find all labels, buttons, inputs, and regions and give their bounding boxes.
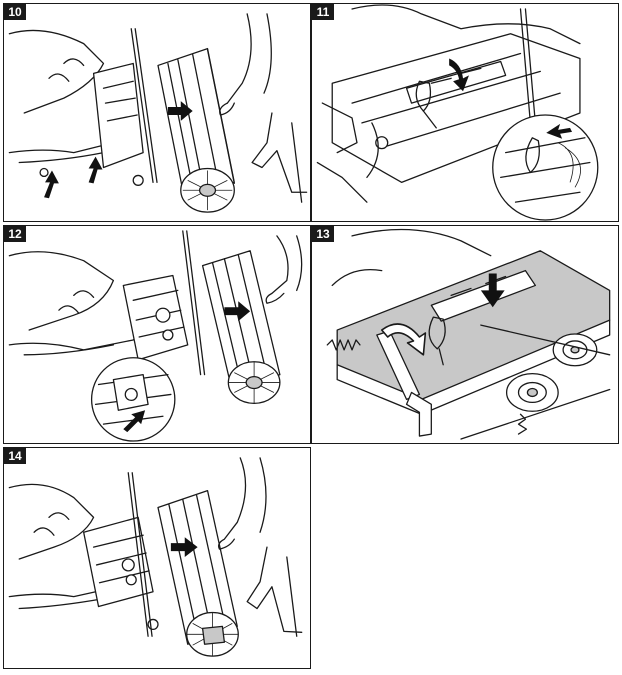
step-number: 11	[312, 4, 334, 20]
step-number: 10	[4, 4, 26, 20]
step-12-panel: 12	[3, 225, 311, 444]
step-13-panel: 13	[311, 225, 619, 444]
sweeper-secured-illustration-icon	[8, 457, 303, 657]
step-number: 14	[4, 448, 26, 464]
step-number: 12	[4, 226, 26, 242]
step-10-panel: 10	[3, 3, 311, 222]
sweeper-push-illustration-icon	[8, 230, 303, 442]
lever-rotate-illustration-icon	[326, 228, 611, 440]
sweeper-attach-illustration-icon	[8, 13, 308, 213]
lock-lever-illustration-icon	[316, 4, 599, 221]
step-14-panel: 14	[3, 447, 311, 669]
step-11-panel: 11	[311, 3, 619, 222]
step-number: 13	[312, 226, 334, 242]
